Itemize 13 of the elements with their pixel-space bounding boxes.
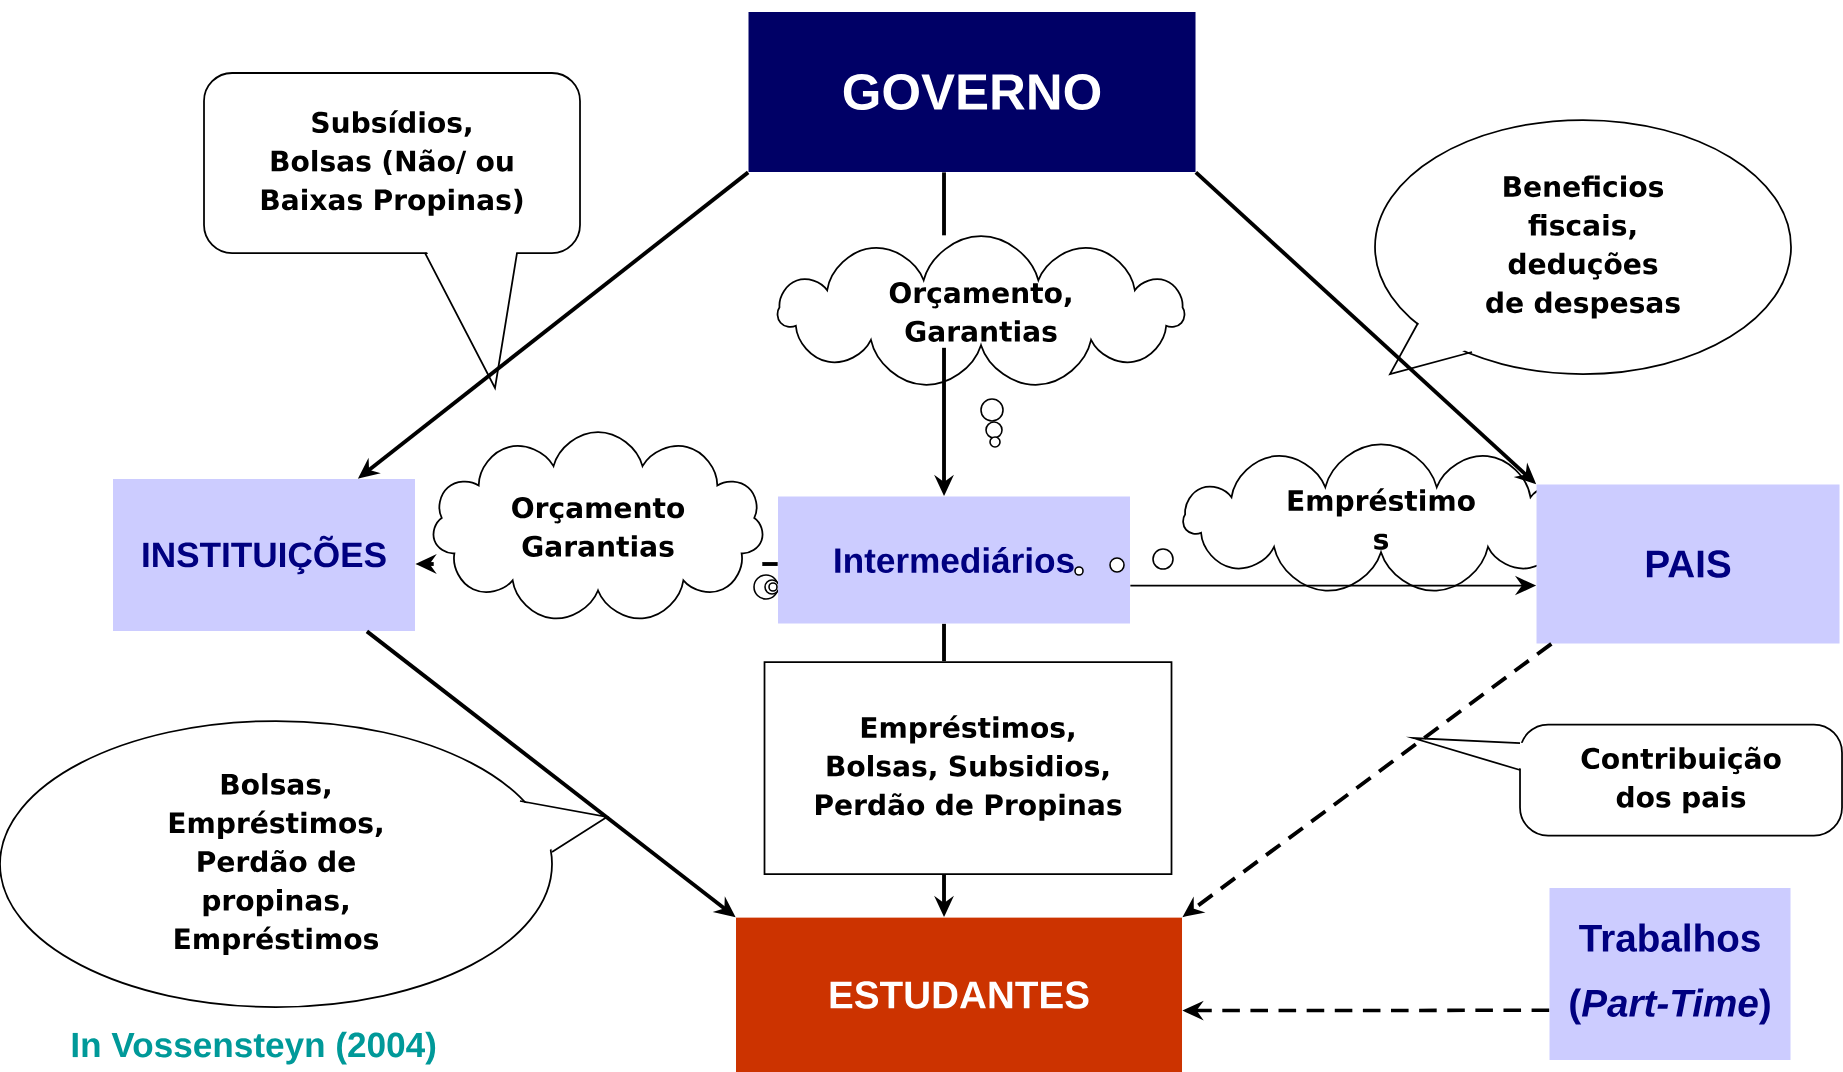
thought-cloud: Orçamento Garantias [432,431,780,620]
speech-bubble: Contribuição dos pais [1405,723,1843,837]
entity-box: ESTUDANTES [736,917,1182,1072]
speech-bubble: Subsídios, Bolsas (Não/ ou Baixas Propinas) [203,72,581,391]
entity-box: INSTITUIÇÕES [113,479,415,631]
speech-bubble: Beneficios fiscais, deduções de despesas [1374,119,1792,376]
speech-bubble: Bolsas, Empréstimos, Perdão de propinas, Empréstimos [0,720,610,1008]
text-box: Empréstimos, Bolsas, Subsidios, Perdão de Propinas [763,661,1173,875]
entity-box: Intermediários [778,496,1130,624]
entity-box: Trabalhos (Part-Time) [1549,888,1791,1060]
thought-cloud: Orçamento, Garantias [776,235,1186,448]
entity-box: GOVERNO [748,12,1196,172]
entity-box: PAIS [1536,484,1840,644]
